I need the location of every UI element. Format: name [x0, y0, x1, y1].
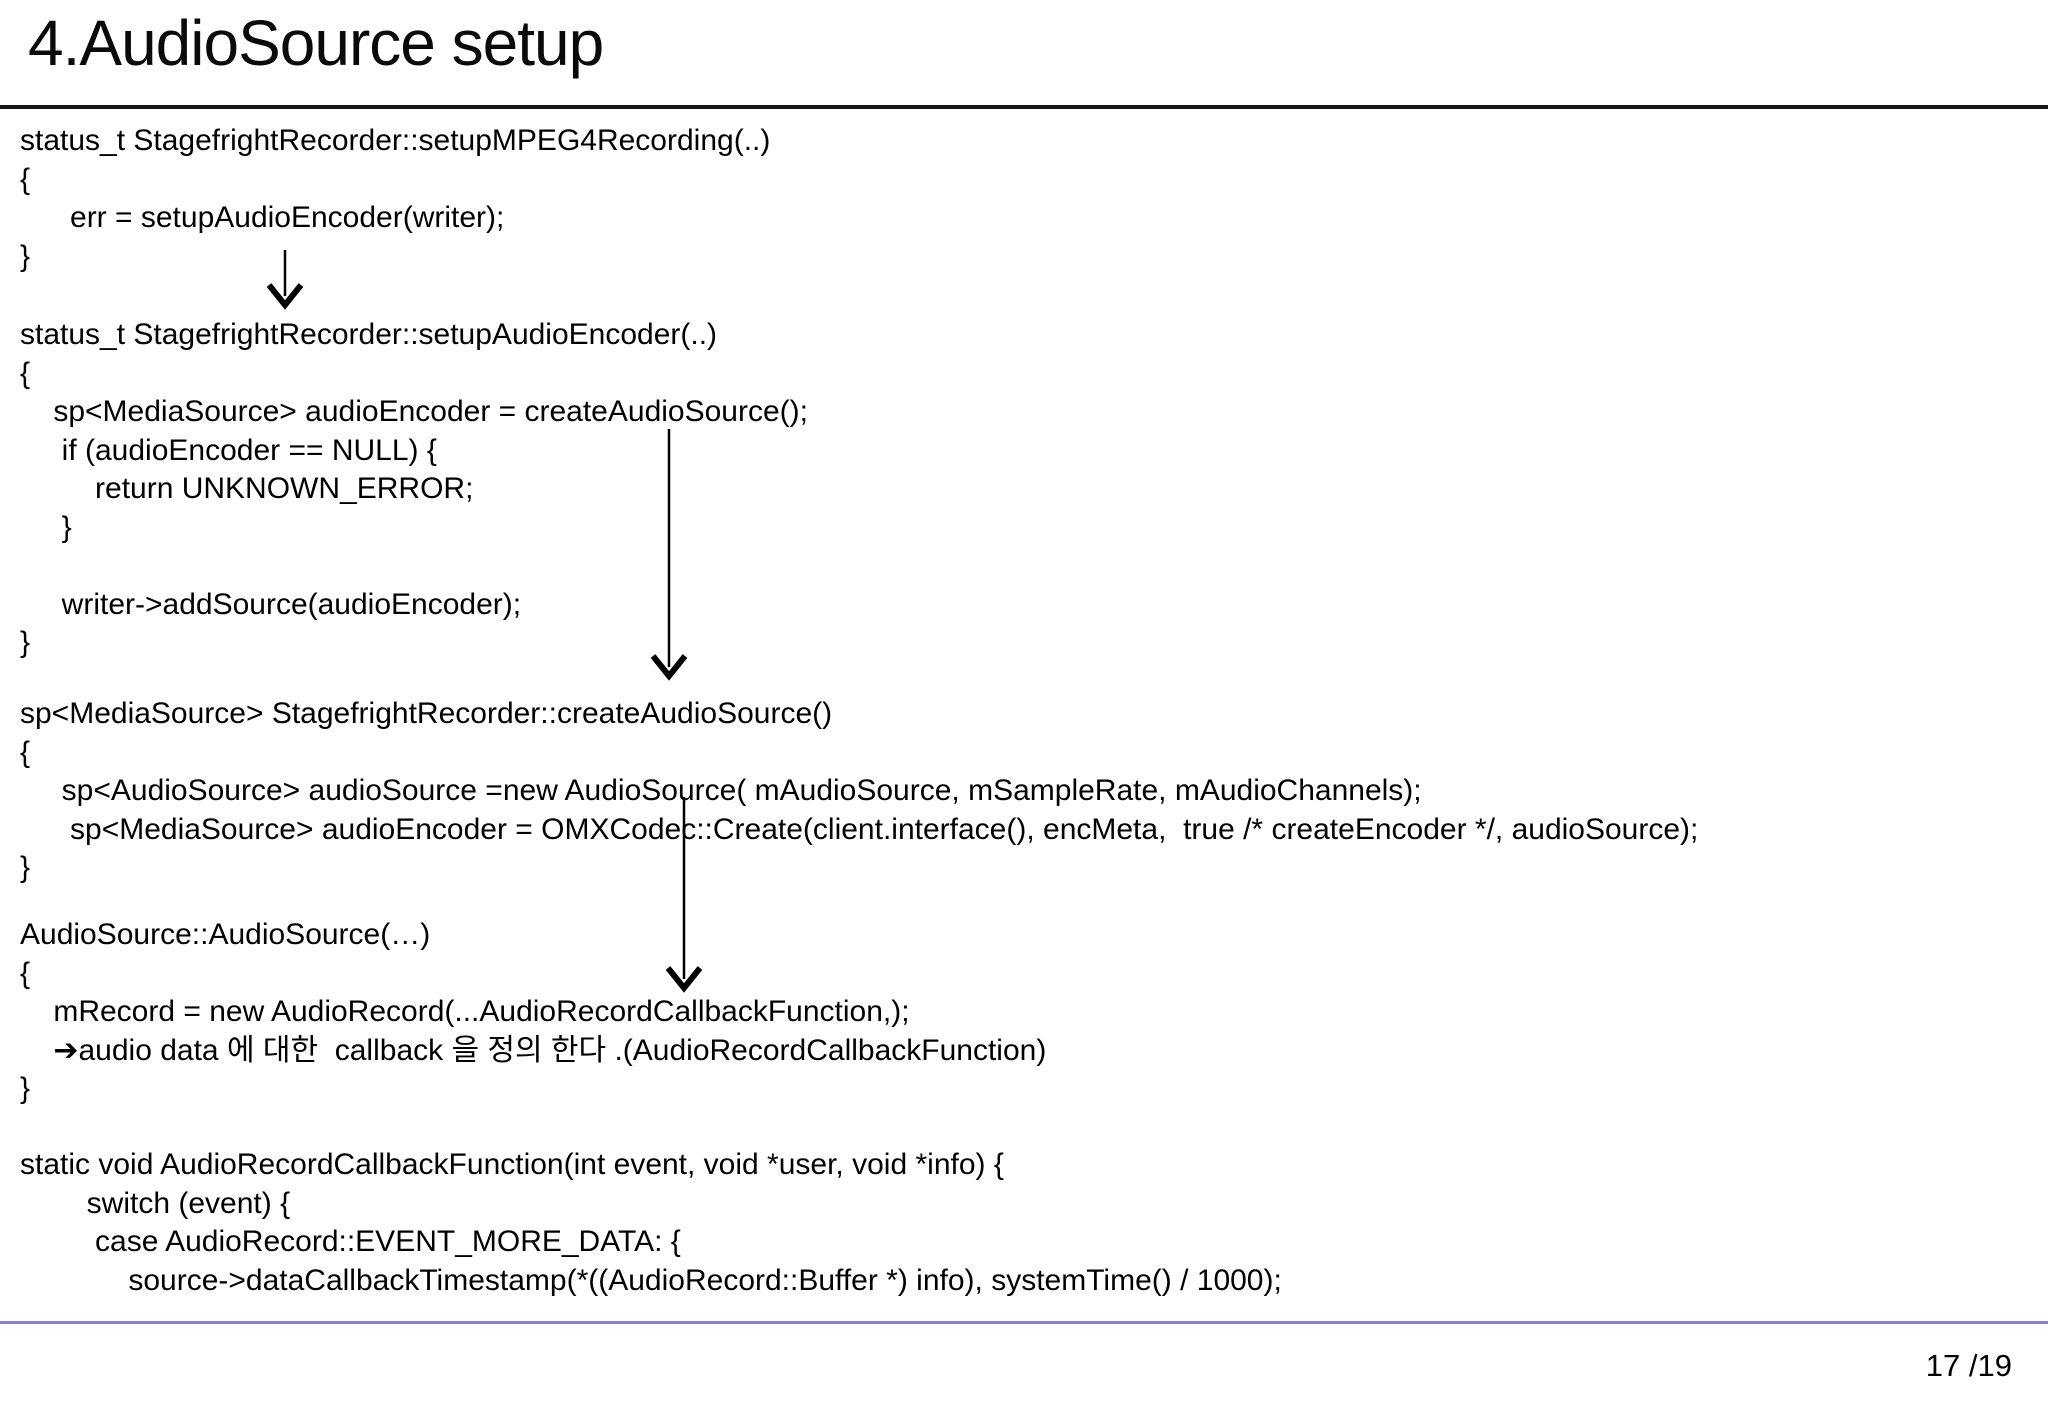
code-block-audio-record-callback-function: static void AudioRecordCallbackFunction(…: [20, 1148, 1282, 1297]
page-title: 4.AudioSource setup: [28, 7, 604, 79]
page-number: 17 /19: [1925, 1348, 2012, 1383]
code-block-create-audio-source: sp<MediaSource> StagefrightRecorder::cre…: [20, 697, 1699, 884]
code-block-setup-audio-encoder: status_t StagefrightRecorder::setupAudio…: [20, 318, 808, 659]
code-block-audio-source-constructor: AudioSource::AudioSource(…) { mRecord = …: [20, 918, 1047, 1105]
code-block-setup-mpeg4-recording: status_t StagefrightRecorder::setupMPEG4…: [20, 124, 771, 273]
title-divider: [0, 105, 2048, 109]
footer-divider: [0, 1321, 2048, 1324]
